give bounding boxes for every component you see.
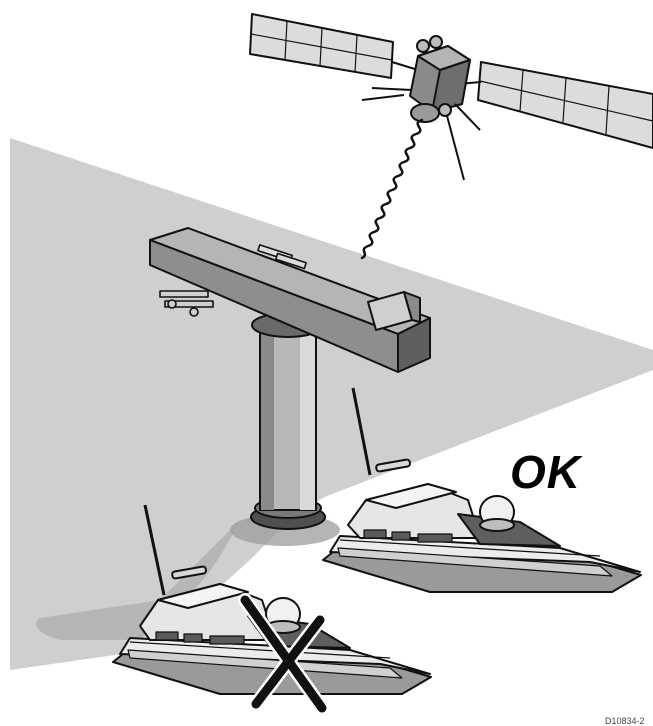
ok-label: OK: [510, 446, 583, 498]
signal-wave-icon: [362, 120, 422, 258]
figure-code: D10834-2: [605, 716, 645, 726]
satellite-icon: [250, 14, 653, 180]
